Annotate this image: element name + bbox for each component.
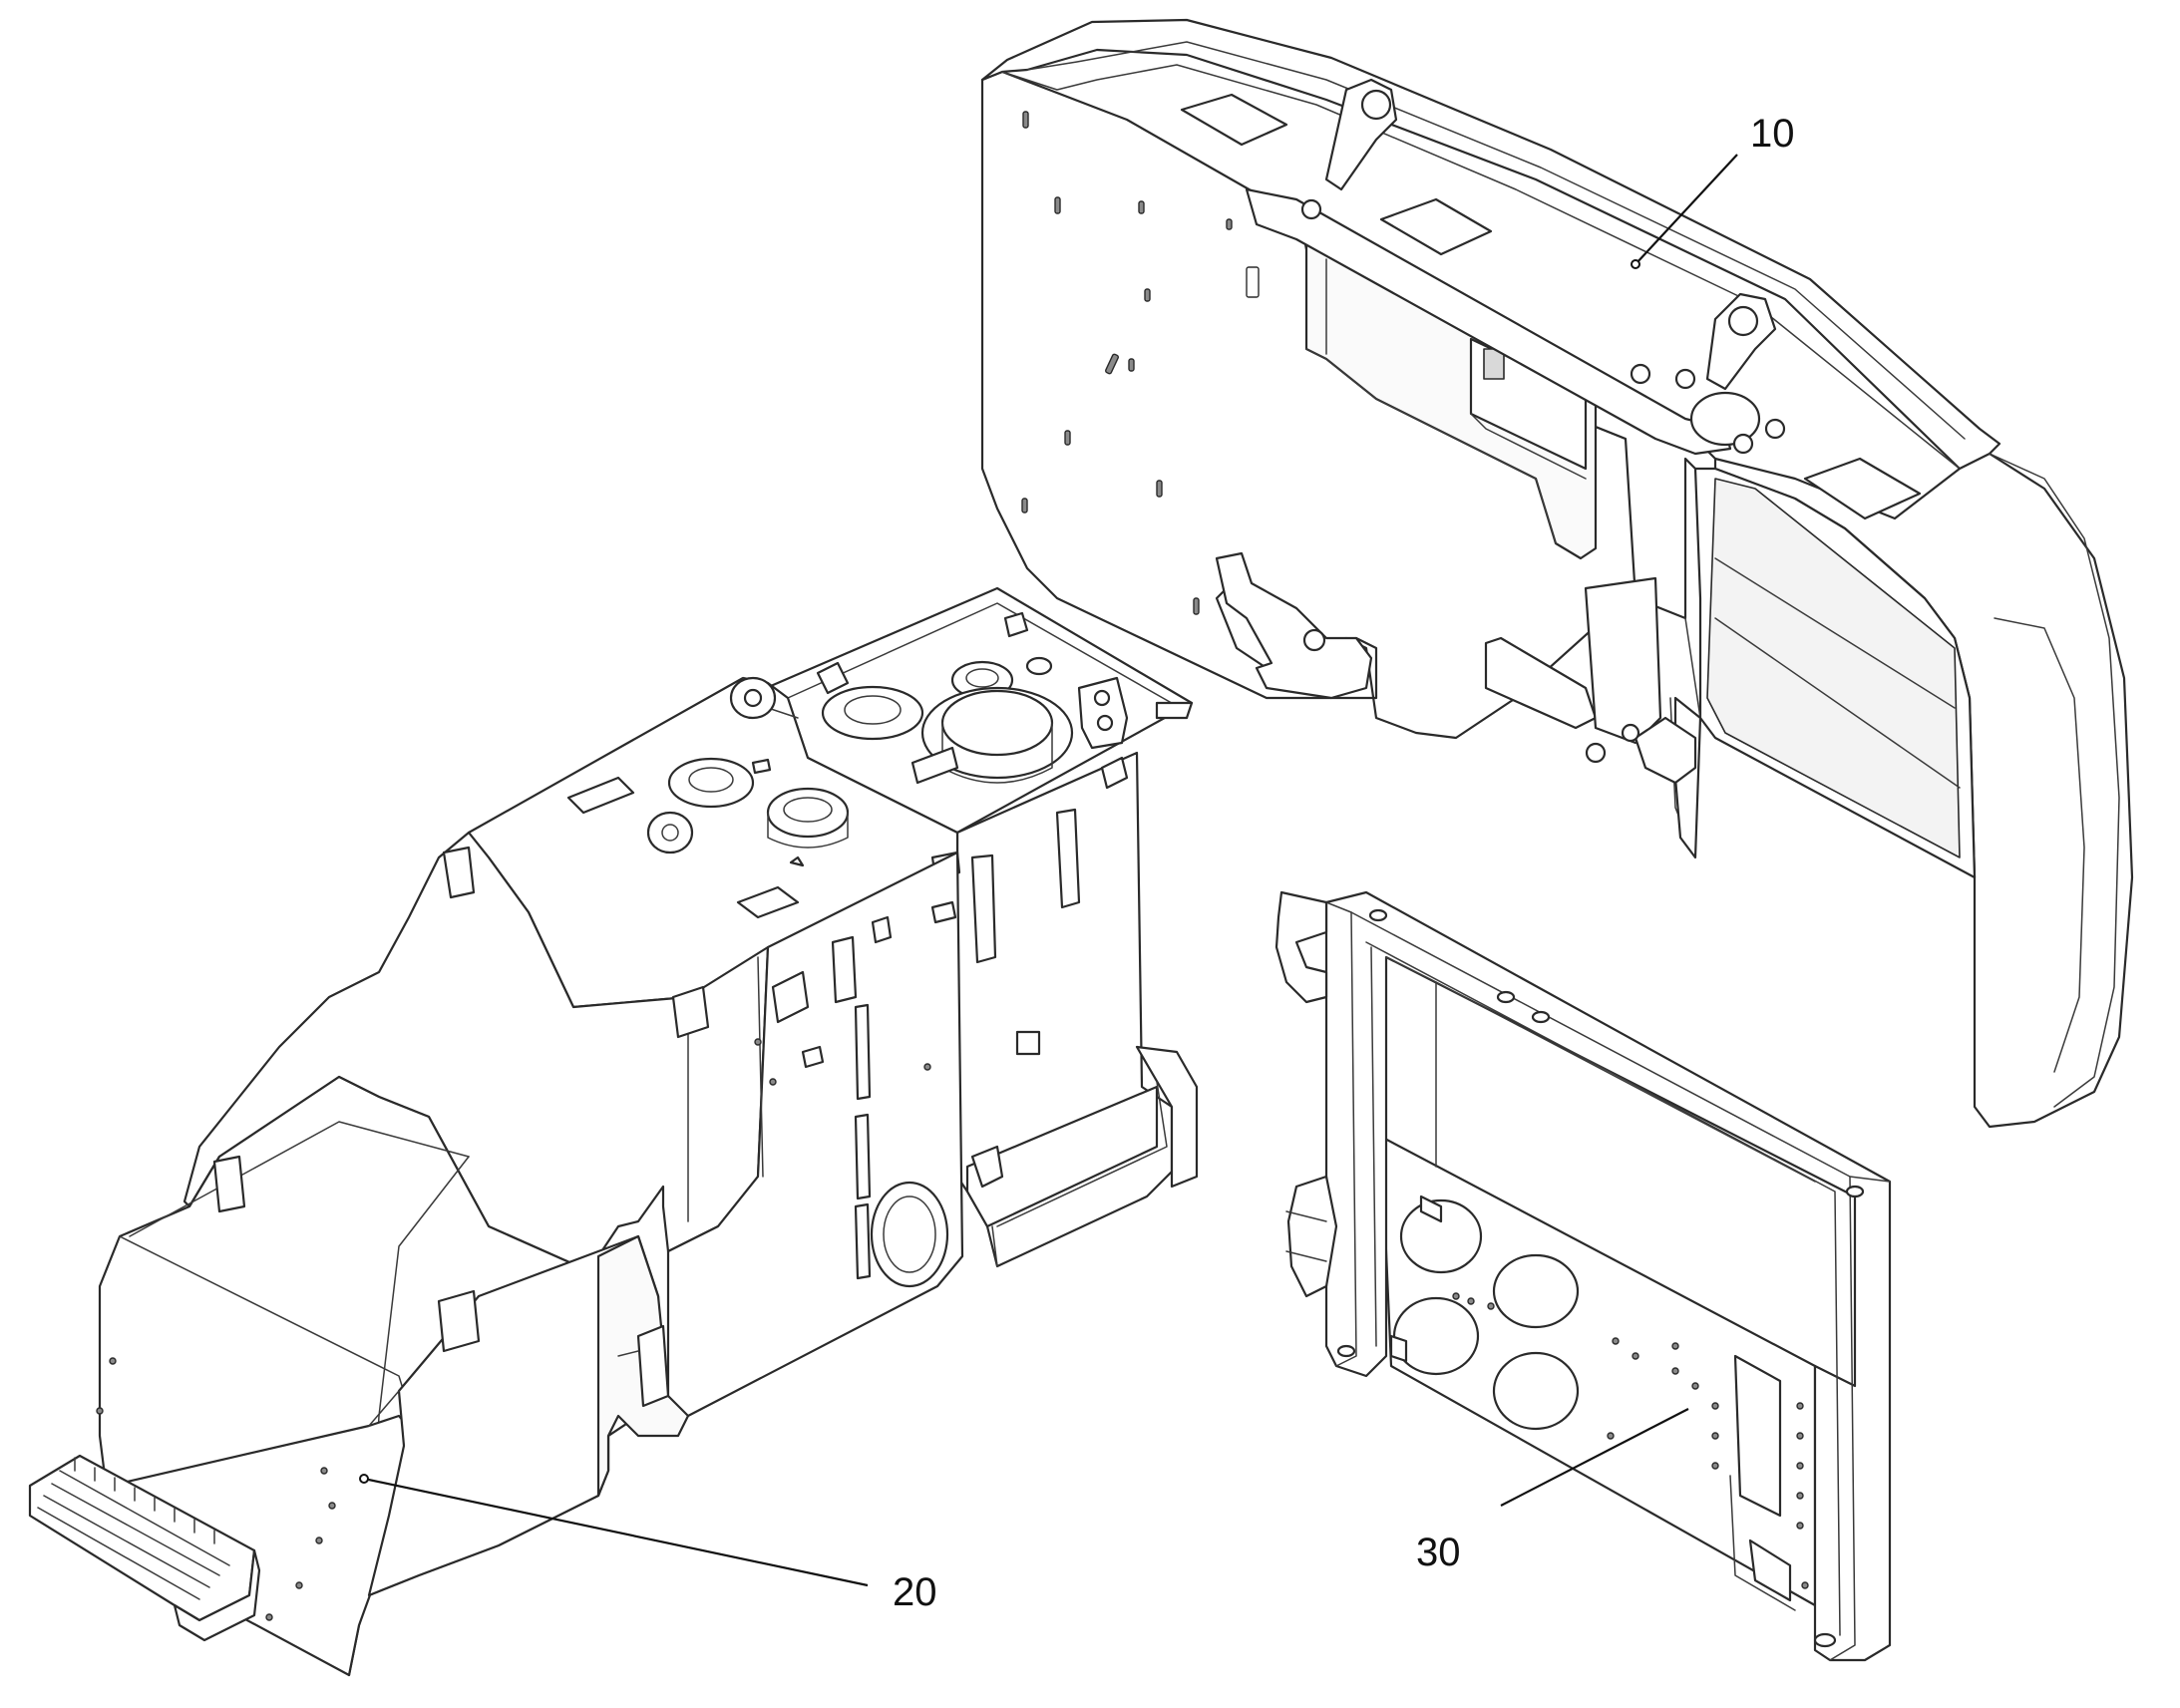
part-10-counterweight (980, 18, 2134, 1129)
callout-10-leader (1635, 154, 1738, 265)
callout-20-anchor (359, 1474, 369, 1484)
part-20-tank-assembly (28, 586, 1199, 1677)
callout-30-label: 30 (1416, 1531, 1461, 1574)
callout-10-label: 10 (1750, 112, 1795, 156)
callout-20-label: 20 (893, 1570, 937, 1614)
callout-30-leader (1500, 1408, 1689, 1507)
callout-10-anchor (1631, 259, 1640, 269)
part-30-mounting-frame (1274, 890, 1892, 1662)
callout-20-leader (363, 1477, 869, 1587)
